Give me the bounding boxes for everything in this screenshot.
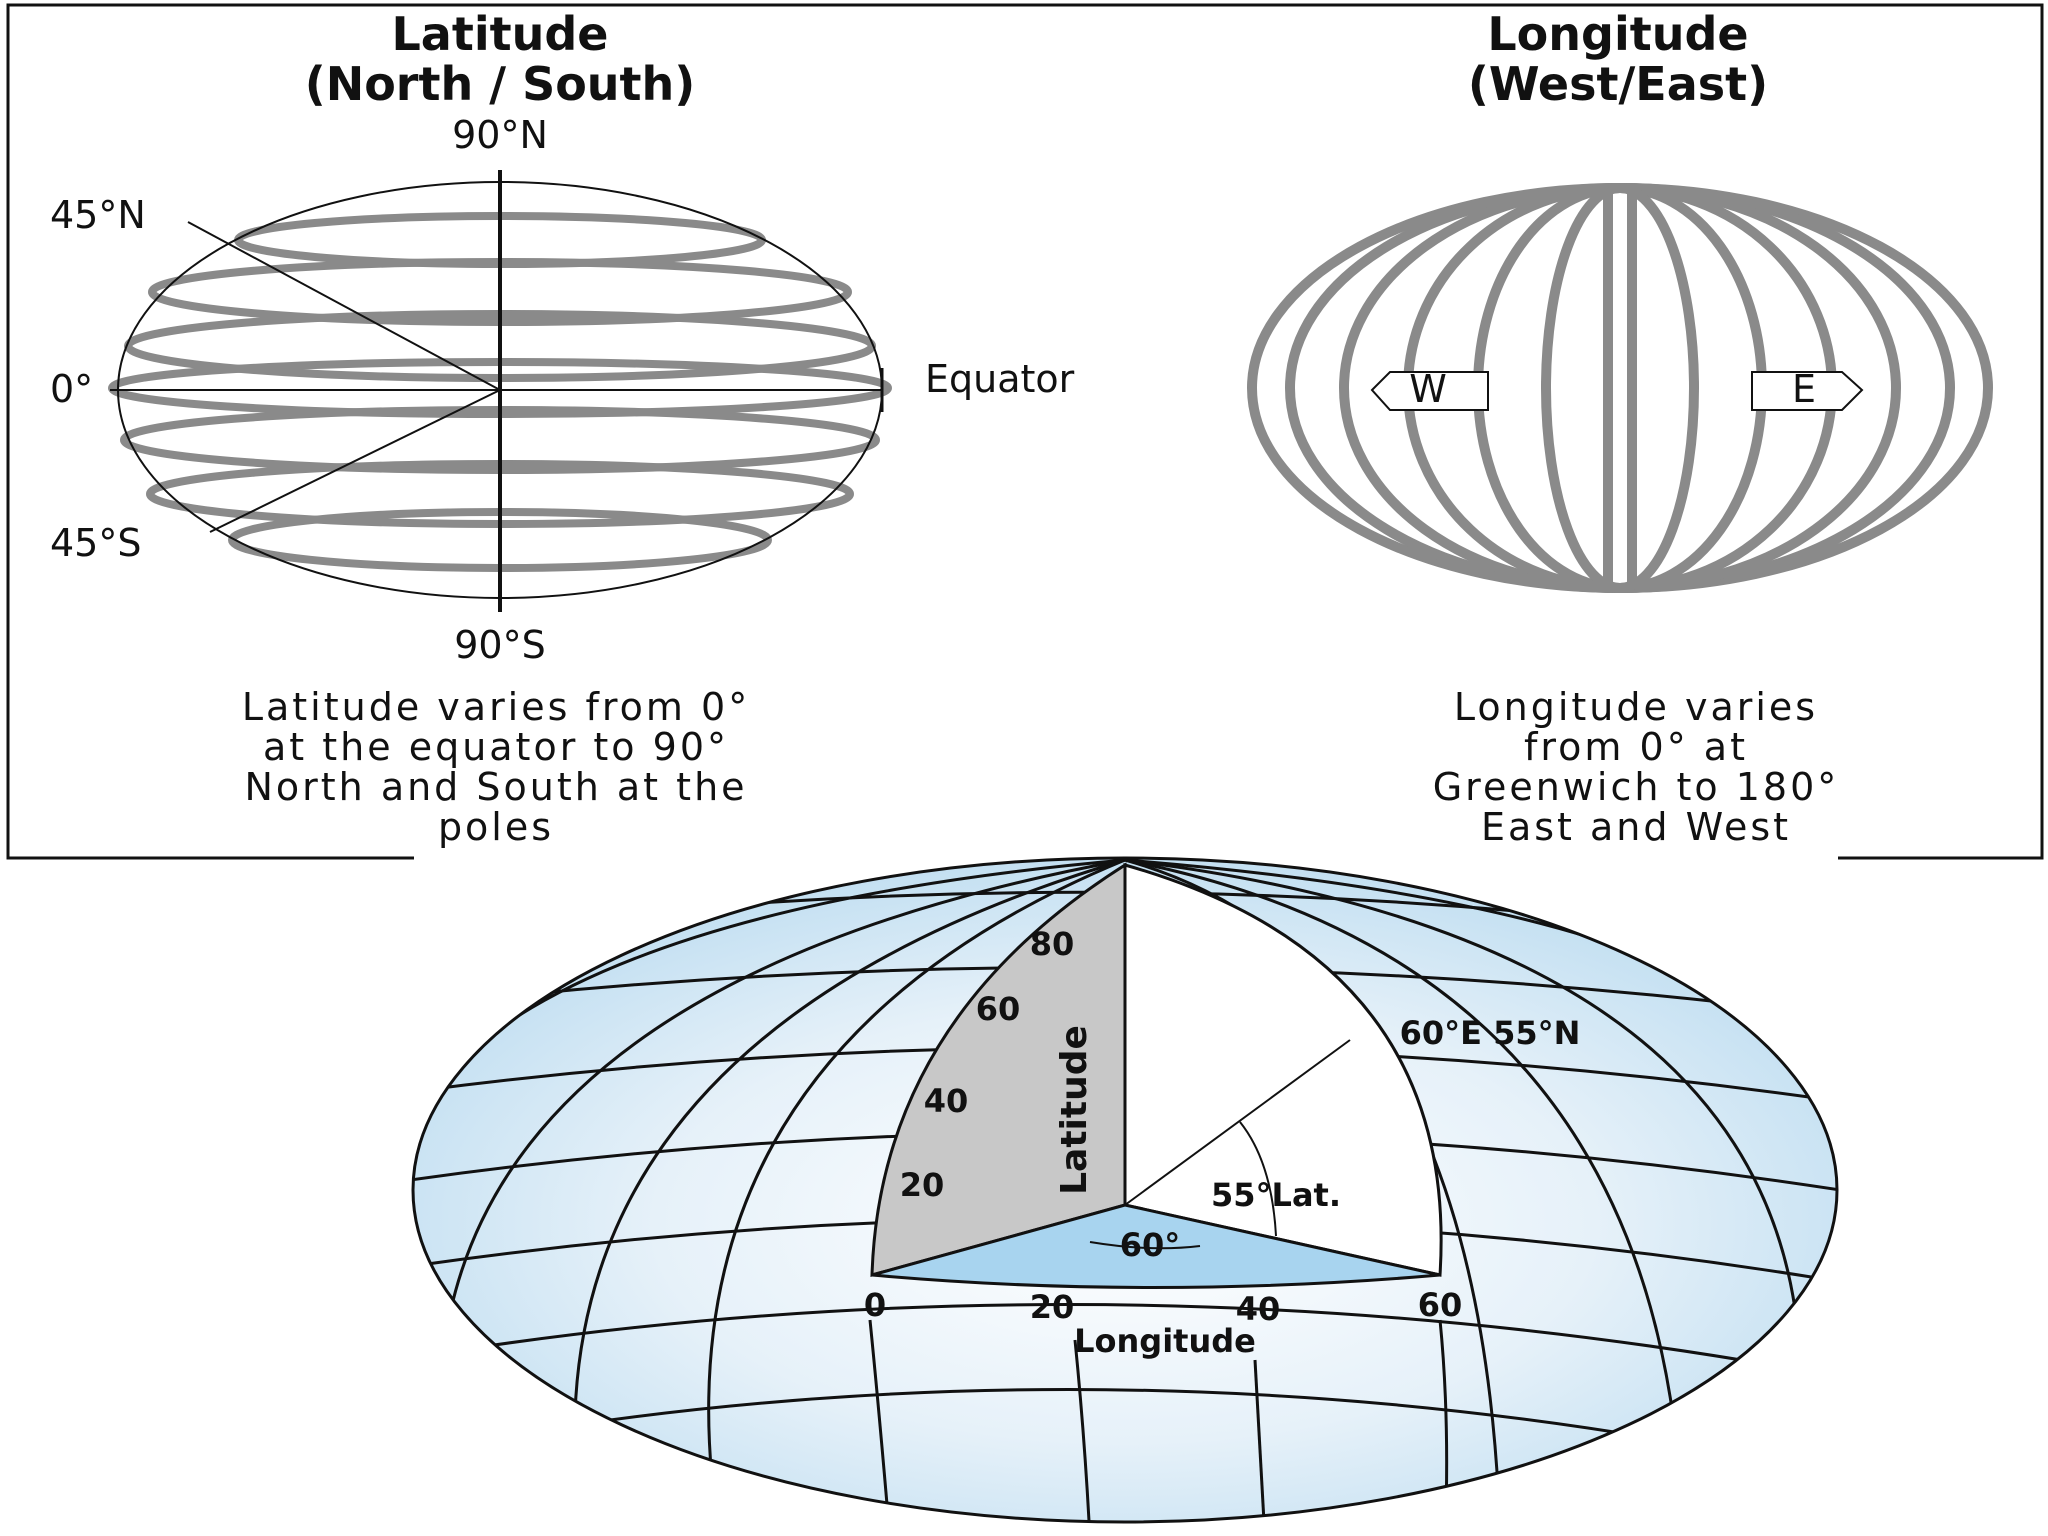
coordinate-globe: 80 60 40 20 Latitude 0 20 40 60 Longitud…: [411, 856, 1839, 1524]
meridian-line: [1541, 183, 1699, 593]
label-e: E: [1792, 367, 1816, 411]
angle-45n-line: [187, 221, 501, 391]
latitude-globe: [108, 170, 892, 612]
latitude-desc-line: poles: [438, 805, 554, 849]
longitude-desc-line: East and West: [1481, 805, 1791, 849]
label-w: W: [1409, 367, 1447, 411]
cutout-wedge: [1123, 863, 1443, 1277]
meridian-line: [1247, 183, 1993, 593]
longitude-angle-arc: [1089, 1241, 1201, 1250]
globe-outline: [411, 856, 1839, 1524]
longitude-desc-line: Longitude varies: [1454, 685, 1818, 729]
latitude-wedge: [870, 862, 1127, 1277]
latitude-subtitle: (North / South): [305, 57, 696, 111]
globe-meridian: [707, 858, 1126, 1522]
label-45n: 45°N: [50, 193, 146, 237]
lat-tick-20: 20: [900, 1166, 945, 1204]
latitude-description: Latitude varies from 0° at the equator t…: [242, 685, 750, 849]
longitude-desc-line: from 0° at: [1524, 725, 1748, 769]
label-90s: 90°S: [454, 623, 545, 667]
lon-tick-20: 20: [1030, 1288, 1075, 1326]
point-coordinate-label: 60°E 55°N: [1400, 1014, 1581, 1052]
meridian-line: [1473, 183, 1767, 593]
latitude-angle-arc: [1239, 1121, 1277, 1237]
label-equator: Equator: [925, 357, 1075, 401]
longitude-panel: Longitude (West/East) W E Longitude vari…: [1247, 7, 1993, 849]
latitude-desc-line: North and South at the: [244, 765, 747, 809]
lat-tick-60: 60: [976, 990, 1021, 1028]
latitude-panel: Latitude (North / South) 90°N: [50, 7, 1075, 849]
label-90n: 90°N: [452, 113, 548, 157]
latitude-desc-line: at the equator to 90°: [263, 725, 729, 769]
latitude-desc-line: Latitude varies from 0°: [242, 685, 750, 729]
longitude-subtitle: (West/East): [1468, 57, 1768, 111]
lon-axis-label: Longitude: [1074, 1322, 1256, 1360]
longitude-globe: [1247, 183, 1993, 593]
latitude-title: Latitude: [392, 7, 609, 61]
label-45s: 45°S: [50, 521, 141, 565]
longitude-wedge: [871, 1203, 1441, 1289]
lon-tick-0: 0: [864, 1286, 886, 1324]
globe-parallel: [459, 1303, 1801, 1372]
lat-tick-40: 40: [924, 1082, 969, 1120]
globe-meridian: [1124, 858, 1682, 1481]
lon-tick-60: 60: [1418, 1286, 1463, 1324]
longitude-title: Longitude: [1487, 7, 1748, 61]
longitude-description: Longitude varies from 0° at Greenwich to…: [1433, 685, 1840, 849]
east-arrow: E: [1751, 367, 1864, 411]
lat-axis-label: Latitude: [1054, 1025, 1095, 1195]
globe-meridian: [1124, 858, 1802, 1361]
lat-tick-80: 80: [1030, 925, 1075, 963]
globe-meridian: [1073, 1339, 1092, 1522]
lon-tick-40: 40: [1236, 1290, 1281, 1328]
latitude-angle-label: 55°Lat.: [1211, 1176, 1341, 1214]
globe-meridian: [573, 858, 1126, 1521]
top-frame: [6, 3, 2044, 860]
radius-line: [1124, 1039, 1351, 1206]
globe-meridian: [413, 858, 1126, 1301]
longitude-angle-label: 60°: [1120, 1226, 1181, 1264]
longitude-desc-line: Greenwich to 180°: [1433, 765, 1840, 809]
angle-45s-line: [209, 389, 501, 533]
label-0: 0°: [50, 367, 93, 411]
globe-parallel: [539, 1388, 1721, 1452]
west-arrow: W: [1370, 367, 1489, 411]
